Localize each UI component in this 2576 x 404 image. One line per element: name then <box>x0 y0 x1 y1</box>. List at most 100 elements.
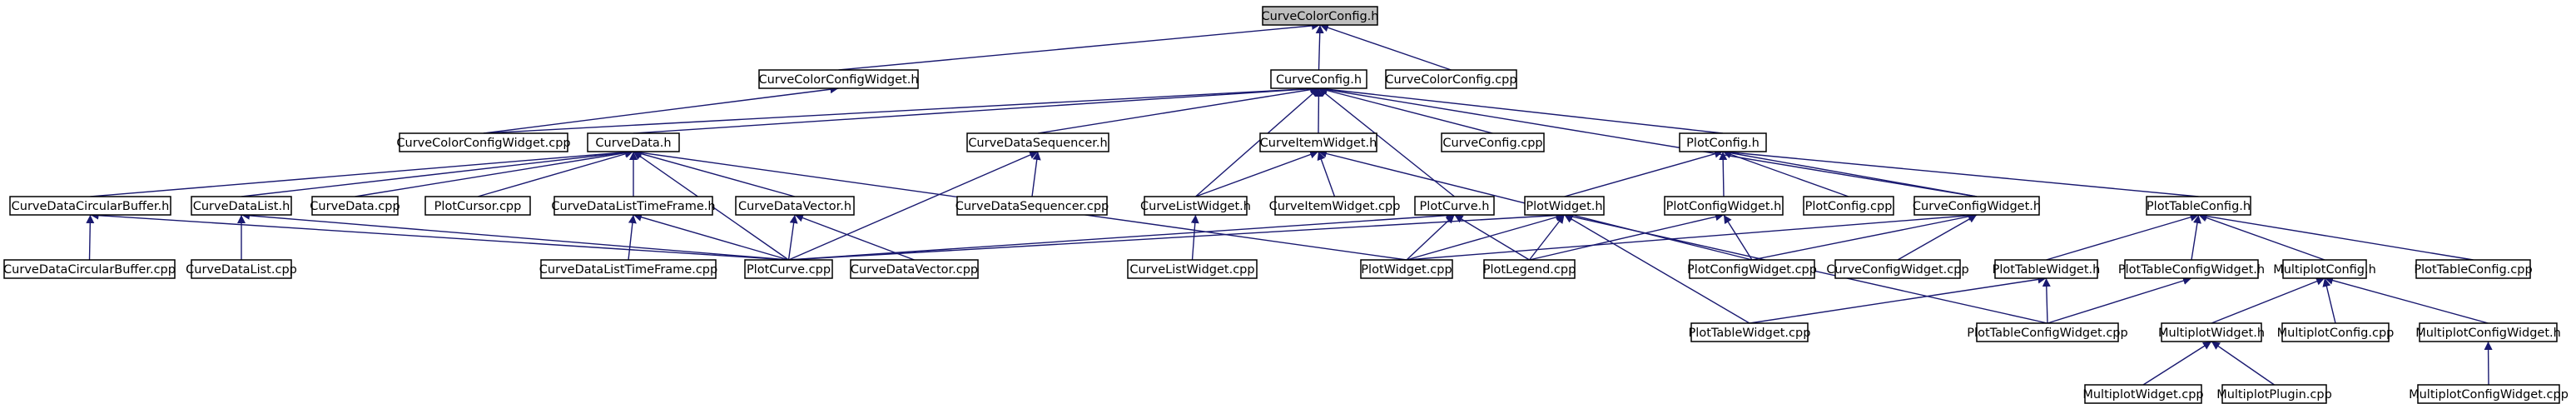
node-curvedatacircularbuffer-cpp[interactable]: CurveDataCircularBuffer.cpp <box>3 259 176 279</box>
node-box <box>540 259 717 279</box>
node-curvedatalisttimeframe-h[interactable]: CurveDataListTimeFrame.h <box>551 196 716 216</box>
node-label: CurveDataVector.h <box>738 200 851 213</box>
node-curvedata-h[interactable]: CurveData.h <box>587 132 680 152</box>
node-plottableconfigwidget-h[interactable]: PlotTableConfigWidget.h <box>2118 259 2265 279</box>
node-box <box>966 132 1109 152</box>
edge-n6-n16 <box>1031 151 1041 197</box>
node-plotconfigwidget-h[interactable]: PlotConfigWidget.h <box>1664 196 1784 216</box>
node-label: CurveDataCircularBuffer.cpp <box>3 263 176 277</box>
node-curveitemwidget-cpp[interactable]: CurveItemWidget.cpp <box>1269 196 1401 216</box>
edge-n2-n9 <box>1318 85 1724 134</box>
node-label: PlotConfigWidget.h <box>1666 200 1782 213</box>
node-label: CurveColorConfig.cpp <box>1385 73 1516 87</box>
edge-n5-n10 <box>90 147 634 197</box>
node-box <box>553 196 713 216</box>
edge-n9-n22 <box>1722 150 1849 197</box>
node-curvelistwidget-cpp[interactable]: CurveListWidget.cpp <box>1127 259 1258 279</box>
node-label: PlotTableWidget.h <box>1993 263 2101 277</box>
node-label: CurveDataList.h <box>193 200 290 213</box>
node-label: PlotWidget.h <box>1526 200 1602 213</box>
edge-n9-n21 <box>1719 151 1728 197</box>
node-label: CurveData.h <box>595 137 671 150</box>
edge-n20-n31 <box>1406 212 1565 261</box>
node-curvecolorconfig-cpp[interactable]: CurveColorConfig.cpp <box>1385 69 1517 89</box>
node-label: MultiplotConfigWidget.cpp <box>2409 388 2569 402</box>
node-curveitemwidget-h[interactable]: CurveItemWidget.h <box>1259 132 1377 152</box>
node-curvecolorconfigwidget-cpp[interactable]: CurveColorConfigWidget.cpp <box>396 132 571 152</box>
edge-n17-n30 <box>1190 214 1199 261</box>
node-plottableconfig-cpp[interactable]: PlotTableConfig.cpp <box>2414 259 2533 279</box>
node-box <box>1259 132 1377 152</box>
node-label: CurveDataListTimeFrame.cpp <box>539 263 717 277</box>
node-label: CurveDataListTimeFrame.h <box>551 200 715 213</box>
node-multiplotplugin-cpp[interactable]: MultiplotPlugin.cpp <box>2216 384 2332 404</box>
node-plottableconfig-h[interactable]: PlotTableConfig.h <box>2146 196 2251 216</box>
node-box <box>744 259 833 279</box>
node-box <box>956 196 1108 216</box>
node-plotconfigwidget-cpp[interactable]: PlotConfigWidget.cpp <box>1687 259 1817 279</box>
node-label: CurveDataVector.cpp <box>851 263 978 277</box>
node-multiplotwidget-h[interactable]: MultiplotWidget.h <box>2158 322 2265 342</box>
edge-n2-n5 <box>633 84 1319 134</box>
node-multiplotconfigwidget-cpp[interactable]: MultiplotConfigWidget.cpp <box>2409 384 2569 404</box>
node-curvedatalist-h[interactable]: CurveDataList.h <box>191 196 292 216</box>
edge-n35-n39 <box>1749 275 2047 324</box>
node-curvecolorconfigwidget-h[interactable]: CurveColorConfigWidget.h <box>758 69 919 89</box>
node-plottablewidget-cpp[interactable]: PlotTableWidget.cpp <box>1689 322 1811 342</box>
node-multiplotconfig-cpp[interactable]: MultiplotConfig.cpp <box>2277 322 2395 342</box>
node-label: PlotTableConfig.h <box>2147 200 2251 213</box>
node-label: PlotTableConfig.cpp <box>2414 263 2532 277</box>
node-plotcursor-cpp[interactable]: PlotCursor.cpp <box>424 196 531 216</box>
node-plotconfig-cpp[interactable]: PlotConfig.cpp <box>1803 196 1894 216</box>
node-curvecolorconfig-h[interactable]: CurveColorConfig.h <box>1262 6 1379 26</box>
node-curveconfig-cpp[interactable]: CurveConfig.cpp <box>1441 132 1545 152</box>
node-plottablewidget-h[interactable]: PlotTableWidget.h <box>1993 259 2101 279</box>
node-multiplotwidget-cpp[interactable]: MultiplotWidget.cpp <box>2082 384 2204 404</box>
edge-n2-n19 <box>1318 87 1455 197</box>
node-curvedatavector-cpp[interactable]: CurveDataVector.cpp <box>850 259 979 279</box>
node-curveconfigwidget-cpp[interactable]: CurveConfigWidget.cpp <box>1826 259 1969 279</box>
node-multiplotconfig-h[interactable]: MultiplotConfig.h <box>2273 259 2376 279</box>
node-plotconfig-h[interactable]: PlotConfig.h <box>1679 132 1767 152</box>
edge-n24-n38 <box>2198 212 2474 261</box>
edge-n37-n42 <box>2322 277 2336 324</box>
edge-n14-n27 <box>628 214 637 261</box>
node-label: CurveColorConfigWidget.h <box>758 73 918 87</box>
edge-n23-n31 <box>1406 211 1978 261</box>
node-curveconfigwidget-h[interactable]: CurveConfigWidget.h <box>1913 196 2041 216</box>
node-curvedatacircularbuffer-h[interactable]: CurveDataCircularBuffer.h <box>9 196 171 216</box>
node-box <box>191 196 292 216</box>
edge-n9-n24 <box>1722 147 2199 197</box>
node-multiplotconfigwidget-h[interactable]: MultiplotConfigWidget.h <box>2415 322 2561 342</box>
edge-n19-n32 <box>1454 214 1530 261</box>
node-box <box>1834 259 1961 279</box>
node-curvedatalisttimeframe-cpp[interactable]: CurveDataListTimeFrame.cpp <box>539 259 717 279</box>
node-label: CurveColorConfig.h <box>1262 10 1379 23</box>
node-curvedatavector-h[interactable]: CurveDataVector.h <box>735 196 855 216</box>
node-box <box>850 259 979 279</box>
node-label: MultiplotPlugin.cpp <box>2216 388 2332 402</box>
node-plotcurve-h[interactable]: PlotCurve.h <box>1414 196 1495 216</box>
node-curvedatalist-cpp[interactable]: CurveDataList.cpp <box>186 259 297 279</box>
node-plotcurve-cpp[interactable]: PlotCurve.cpp <box>744 259 833 279</box>
edge-n19-n28 <box>788 211 1455 261</box>
node-curvelistwidget-h[interactable]: CurveListWidget.h <box>1140 196 1251 216</box>
node-box <box>191 259 292 279</box>
node-plottableconfigwidget-cpp[interactable]: PlotTableConfigWidget.cpp <box>1967 322 2128 342</box>
node-curveconfig-h[interactable]: CurveConfig.h <box>1270 69 1367 89</box>
node-curvedatasequencer-h[interactable]: CurveDataSequencer.h <box>966 132 1109 152</box>
edge-n5-n15 <box>633 149 796 197</box>
node-box <box>1524 196 1605 216</box>
edge-n0-n3 <box>1319 23 1452 71</box>
node-box <box>1414 196 1495 216</box>
node-plotlegend-cpp[interactable]: PlotLegend.cpp <box>1483 259 1576 279</box>
node-curvedatasequencer-cpp[interactable]: CurveDataSequencer.cpp <box>955 196 1109 216</box>
node-label: MultiplotWidget.cpp <box>2082 388 2203 402</box>
node-curvedata-cpp[interactable]: CurveData.cpp <box>310 196 400 216</box>
node-label: CurveDataSequencer.cpp <box>955 200 1109 213</box>
node-plotwidget-h[interactable]: PlotWidget.h <box>1524 196 1605 216</box>
node-box <box>1689 259 1815 279</box>
edge-n36-n40 <box>2047 277 2192 324</box>
node-box <box>1127 259 1258 279</box>
node-plotwidget-cpp[interactable]: PlotWidget.cpp <box>1360 259 1453 279</box>
